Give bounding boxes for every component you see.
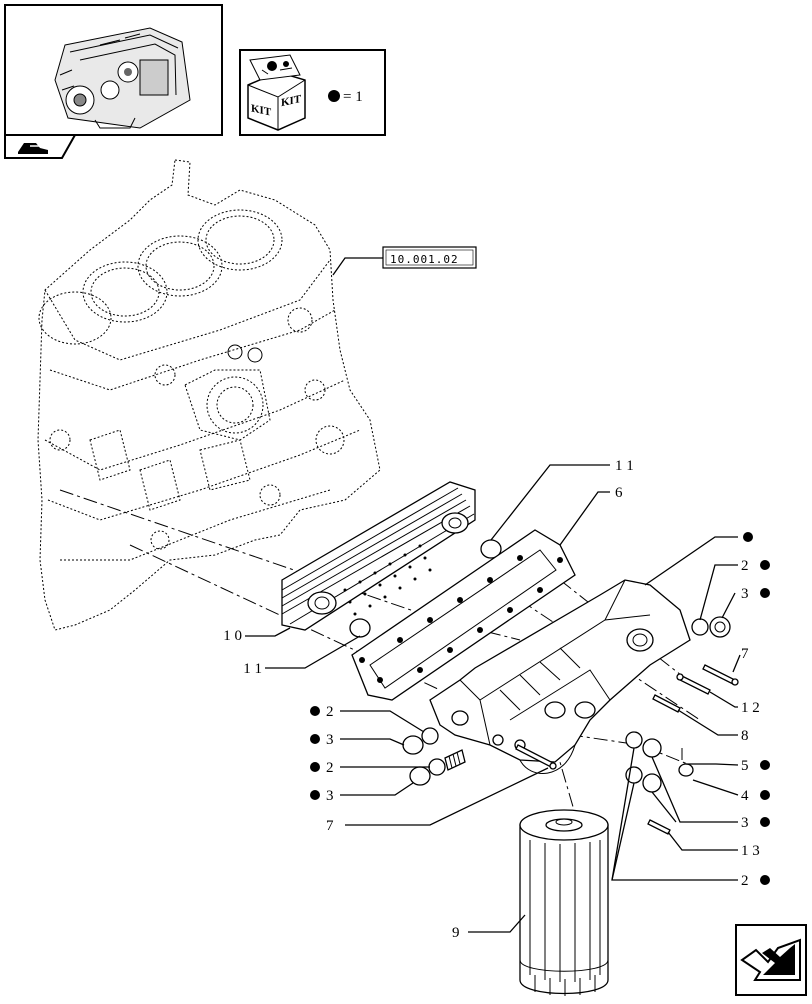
callout-2-right-upper: 2 [741,558,749,574]
callout-8: 8 [741,728,749,744]
callout-3-left-upper: 3 [326,732,334,748]
next-page-button[interactable] [735,924,807,996]
vehicle-nav-tab[interactable] [4,134,77,159]
callout-7-right: 7 [741,646,749,662]
callout-2-left-upper: 2 [326,704,334,720]
oil-cooler-core[interactable] [281,481,476,631]
seal-ring-right-upper[interactable] [691,618,709,636]
cooler-gasket[interactable] [351,529,576,701]
kit-quantity-label: = 1 [343,89,363,105]
callout-11-left: 1 1 [243,661,262,677]
kit-box-icon: KIT KIT [247,54,306,131]
kit-marker-dot [328,90,340,102]
engine-thumbnail [54,27,191,129]
oil-filter-housing[interactable] [429,579,691,774]
o-ring-lower[interactable] [349,618,371,638]
bolt-right-7[interactable] [702,664,739,686]
callout-11-top: 1 1 [615,458,634,474]
pin-13[interactable] [647,819,671,835]
kit-marker-2-left-lower [310,762,320,772]
callout-3-right-lower: 3 [741,815,749,831]
kit-marker-3-right-upper [760,588,770,598]
callout-10: 1 0 [223,628,242,644]
oil-filter-cartridge[interactable] [519,809,609,996]
kit-marker-3-left-upper [310,734,320,744]
callout-2-left-lower: 2 [326,760,334,776]
callout-12: 1 2 [741,700,760,716]
kit-label-right: KIT [281,93,302,109]
kit-label-left: KIT [251,102,272,118]
bolt-12[interactable] [676,673,711,695]
kit-marker-5 [760,760,770,770]
kit-marker-4 [760,790,770,800]
callout-7-left: 7 [326,818,334,834]
callout-6: 6 [615,485,623,501]
kit-marker-3-left-lower [310,790,320,800]
kit-marker-2-right-lower [760,875,770,885]
engine-block-outline [37,159,381,631]
seal-and-plug-group-left[interactable] [402,727,466,786]
callout-3-left-lower: 3 [326,788,334,804]
vehicle-nav-icon [18,143,48,154]
kit-marker-housing [743,532,753,542]
callout-13: 1 3 [741,843,760,859]
kit-marker-3-right-lower [760,817,770,827]
plug-right-upper[interactable] [709,616,731,638]
kit-marker-2-right-upper [760,560,770,570]
callout-9: 9 [452,925,460,941]
kit-legend-box: KIT KIT = 1 [239,49,386,136]
pin-8[interactable] [652,694,681,713]
next-page-arrow-icon [740,938,801,981]
callout-4: 4 [741,788,749,804]
bolt-left-7[interactable] [515,744,557,770]
callout-3-right-upper: 3 [741,586,749,602]
engine-thumbnail-frame[interactable] [4,4,223,136]
reference-label: 10.001.02 [390,253,459,266]
reference-link[interactable]: 10.001.02 [332,246,477,276]
kit-marker-2-left-upper [310,706,320,716]
callout-2-right-lower: 2 [741,873,749,889]
callout-5: 5 [741,758,749,774]
